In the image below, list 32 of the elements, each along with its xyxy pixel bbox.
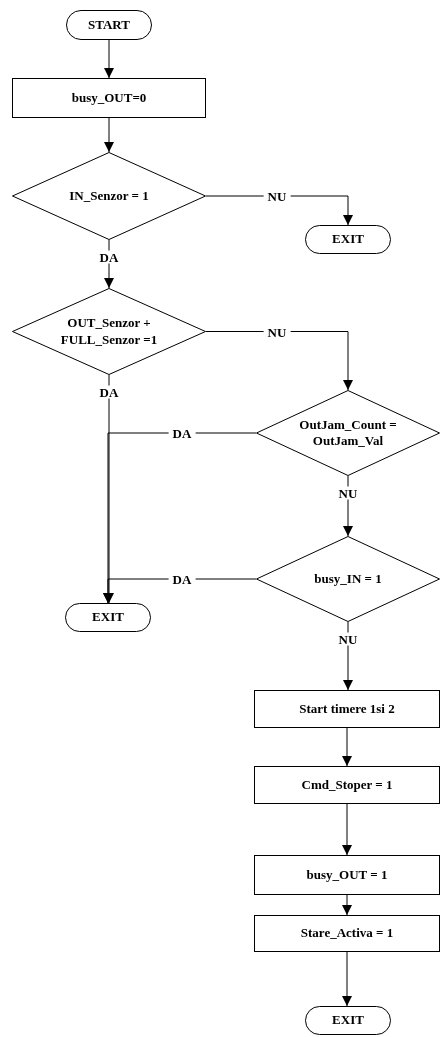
node-text: EXIT — [92, 609, 124, 626]
decision-diamond — [12, 288, 206, 375]
process-box — [12, 78, 206, 118]
node-text: OutJam_Count = OutJam_Val — [298, 416, 398, 450]
node-text: Stare_Activa = 1 — [300, 925, 394, 942]
node-text: busy_IN = 1 — [314, 570, 382, 588]
node-text: IN_Senzor = 1 — [69, 187, 149, 205]
terminal-shape — [305, 1006, 391, 1035]
decision-diamond — [256, 390, 440, 476]
node-text: busy_OUT = 1 — [306, 866, 388, 884]
node-text: busy_OUT=0 — [71, 89, 147, 107]
arrow — [342, 803, 352, 856]
terminal-shape — [66, 10, 152, 40]
terminal-shape — [65, 603, 151, 632]
arrow — [342, 727, 352, 767]
node-text: Start timere 1si 2 — [299, 700, 395, 718]
arrow — [104, 39, 114, 79]
arrow — [342, 951, 352, 1007]
arrow — [104, 117, 114, 153]
terminal-shape — [305, 225, 391, 254]
decision-diamond — [256, 536, 440, 622]
process-box — [254, 766, 440, 804]
process-box — [254, 915, 440, 952]
process-box — [254, 855, 440, 895]
node-text: EXIT — [332, 231, 364, 248]
node-text: Cmd_Stoper = 1 — [301, 776, 393, 794]
process-box — [254, 690, 440, 728]
node-text: OUT_Senzor + FULL_Senzor =1 — [59, 315, 159, 348]
arrow — [342, 894, 352, 916]
decision-diamond — [12, 152, 206, 240]
node-text: START — [88, 16, 130, 34]
node-text: EXIT — [332, 1012, 364, 1029]
